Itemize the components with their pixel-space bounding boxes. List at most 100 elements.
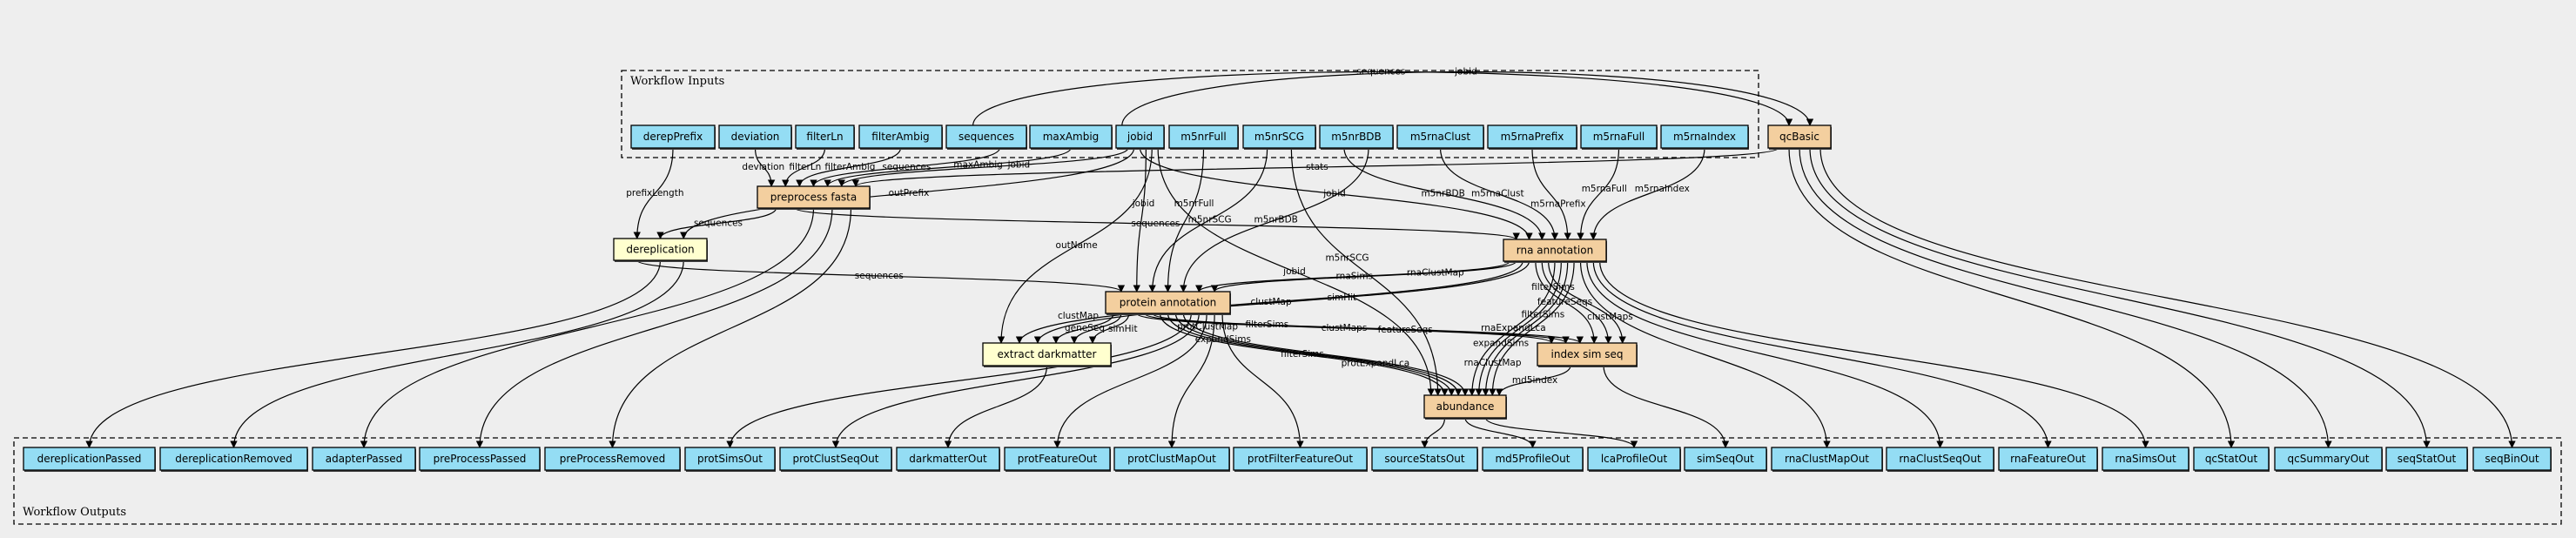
output-node-protSimsOut[interactable]: protSimsOut (684, 447, 776, 472)
node-label: lcaProfileOut (1601, 453, 1668, 465)
input-node-maxAmbig[interactable]: maxAmbig (1029, 124, 1113, 150)
output-node-preProcessPassed[interactable]: preProcessPassed (419, 447, 541, 472)
step-node-preprocess[interactable]: preprocess fasta (757, 185, 871, 210)
input-node-m5rnaIndex[interactable]: m5rnaIndex (1660, 124, 1749, 150)
step-node-qcBasic[interactable]: qcBasic (1767, 124, 1832, 150)
edge-label: clustMap (1251, 297, 1292, 307)
output-node-darkmatterOut[interactable]: darkmatterOut (896, 447, 1000, 472)
node-label: derepPrefix (643, 131, 703, 143)
edge-label: md5index (1512, 375, 1557, 386)
output-node-protClustMapOut[interactable]: protClustMapOut (1113, 447, 1230, 472)
node-label: preprocess fasta (770, 192, 858, 204)
node-label: sequences (958, 131, 1014, 143)
input-node-m5rnaClust[interactable]: m5rnaClust (1396, 124, 1484, 150)
edge-abundance-to-md5ProfileOut (1464, 417, 1537, 448)
edge-darkmatter-to-darkmatterOut (944, 365, 1048, 448)
edge-qcBasic-to-preprocess (852, 147, 1779, 187)
input-node-m5rnaPrefix[interactable]: m5rnaPrefix (1487, 124, 1577, 150)
input-node-m5nrBDB[interactable]: m5nrBDB (1319, 124, 1394, 150)
input-node-jobid[interactable]: jobid (1115, 124, 1165, 150)
edge-label: outName (1056, 240, 1098, 251)
step-node-protein[interactable]: protein annotation (1105, 291, 1231, 315)
output-node-sourceStatsOut[interactable]: sourceStatsOut (1371, 447, 1478, 472)
edge-label: sequences (694, 219, 743, 229)
output-node-protClustSeqOut[interactable]: protClustSeqOut (779, 447, 892, 472)
output-node-seqStatOut[interactable]: seqStatOut (2385, 447, 2468, 472)
step-node-abundance[interactable]: abundance (1423, 394, 1507, 420)
edge-label: filterSims (1531, 282, 1575, 293)
edge-label: rnaClustMap (1407, 268, 1464, 279)
node-label: qcSummaryOut (2288, 453, 2370, 465)
edge-protein-to-protClustSeqOut (831, 313, 1200, 448)
workflow-outputs-cluster: Workflow Outputs (13, 437, 2562, 525)
node-box (1004, 447, 1111, 471)
edge-m5rnaIndex-to-rna (1590, 147, 1705, 240)
output-node-rnaClustMapOut[interactable]: rnaClustMapOut (1771, 447, 1883, 472)
node-box (1767, 124, 1832, 149)
output-node-dereplicationRemoved[interactable]: dereplicationRemoved (159, 447, 308, 472)
output-node-seqBinOut[interactable]: seqBinOut (2472, 447, 2552, 472)
edge-rna-to-abundance (1475, 260, 1562, 396)
edge-rna-to-rnaClustMapOut (1579, 260, 1831, 448)
input-node-filterLn[interactable]: filterLn (795, 124, 855, 150)
edge-label: deviation (742, 162, 784, 172)
node-label: md5ProfileOut (1495, 453, 1570, 465)
edge-m5nrFull-to-protein (1164, 147, 1205, 293)
step-node-rna[interactable]: rna annotation (1503, 239, 1607, 263)
step-node-indexsim[interactable]: index sim seq (1537, 342, 1638, 367)
output-node-protFeatureOut[interactable]: protFeatureOut (1004, 447, 1111, 472)
input-node-m5nrSCG[interactable]: m5nrSCG (1242, 124, 1316, 150)
edge-filterAmbig-to-preprocess (796, 147, 902, 187)
edge-m5rnaClust-to-rna (1439, 147, 1559, 240)
output-node-simSeqOut[interactable]: simSeqOut (1684, 447, 1767, 472)
step-node-darkmatter[interactable]: extract darkmatter (982, 342, 1112, 367)
edge-qcBasic-to-seqBinOut (1819, 147, 2516, 448)
edge-sequences-to-qcBasic (972, 71, 1793, 126)
edge-label: outPrefix (889, 188, 930, 198)
output-node-rnaFeatureOut[interactable]: rnaFeatureOut (1998, 447, 2098, 472)
edges-layer (85, 71, 2516, 448)
node-box (1168, 124, 1239, 149)
edge-label: clustMap (1058, 311, 1099, 321)
output-node-qcStatOut[interactable]: qcStatOut (2193, 447, 2270, 472)
step-node-dereplication[interactable]: dereplication (613, 238, 708, 262)
output-node-rnaSimsOut[interactable]: rnaSimsOut (2102, 447, 2189, 472)
output-node-dereplicationPassed[interactable]: dereplicationPassed (23, 447, 156, 472)
input-node-m5rnaFull[interactable]: m5rnaFull (1580, 124, 1658, 150)
edge-label: jobid (1322, 189, 1346, 199)
edge-label: filterAmbig (824, 162, 875, 172)
node-box (1319, 124, 1394, 149)
node-label: dereplicationRemoved (175, 453, 293, 465)
input-node-derepPrefix[interactable]: derepPrefix (630, 124, 716, 150)
edge-protein-to-abundance (1174, 313, 1463, 396)
node-label: maxAmbig (1043, 131, 1100, 143)
input-node-m5nrFull[interactable]: m5nrFull (1168, 124, 1239, 150)
input-node-deviation[interactable]: deviation (718, 124, 792, 150)
output-node-lcaProfileOut[interactable]: lcaProfileOut (1587, 447, 1681, 472)
node-label: rnaClustMapOut (1785, 453, 1869, 465)
edge-label: m5rnaPrefix (1530, 198, 1586, 209)
input-node-filterAmbig[interactable]: filterAmbig (858, 124, 943, 150)
node-label: dereplicationPassed (37, 453, 142, 465)
output-node-protFilterFeatureOut[interactable]: protFilterFeatureOut (1233, 447, 1368, 472)
input-node-sequences[interactable]: sequences (945, 124, 1027, 150)
output-node-adapterPassed[interactable]: adapterPassed (312, 447, 416, 472)
node-box (159, 447, 308, 471)
edge-label: m5nrBDB (1421, 189, 1464, 199)
node-label: jobid (1127, 131, 1153, 143)
node-label: m5nrBDB (1331, 131, 1382, 143)
edge-rna-to-abundance (1489, 260, 1575, 396)
output-node-qcSummaryOut[interactable]: qcSummaryOut (2274, 447, 2383, 472)
output-node-rnaClustSeqOut[interactable]: rnaClustSeqOut (1886, 447, 1994, 472)
node-box (419, 447, 541, 471)
node-box (1233, 447, 1368, 471)
output-node-preProcessRemoved[interactable]: preProcessRemoved (544, 447, 681, 472)
output-node-md5ProfileOut[interactable]: md5ProfileOut (1482, 447, 1584, 472)
node-box (1029, 124, 1113, 149)
node-box (1537, 342, 1638, 367)
edge-label: maxAmbig (953, 160, 1003, 171)
workflow-inputs-label: Workflow Inputs (630, 75, 724, 88)
